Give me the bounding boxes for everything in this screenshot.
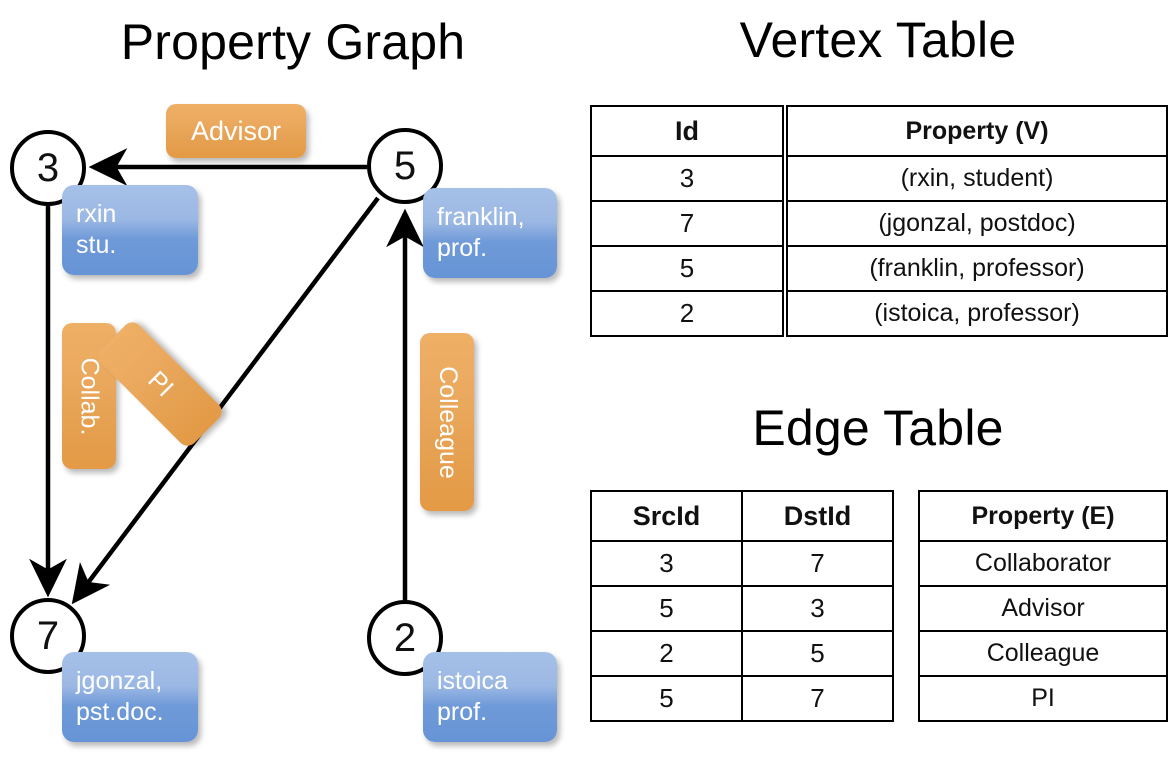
vertex-callout-7: jgonzal, pst.doc. [62, 652, 198, 742]
edge-cell-srcid: 5 [590, 585, 743, 632]
table-header-row: Id [590, 105, 784, 157]
edge-header-property: Property (E) [918, 490, 1168, 542]
vertex-callout-5-line2: prof. [437, 234, 488, 262]
edge-cell-dstid: 3 [741, 585, 894, 632]
vertex-table-property-column: Property (V) (rxin, student) (jgonzal, p… [786, 105, 1168, 337]
table-row: 2 [590, 290, 784, 337]
graph-edges-layer [29, 148, 424, 605]
table-row: Colleague [918, 630, 1168, 677]
page-title-vertex-table: Vertex Table [739, 12, 1017, 68]
table-row: 5 [590, 245, 784, 292]
vertex-callout-5: franklin, prof. [423, 188, 557, 278]
edge-cell-dstid: 5 [741, 630, 894, 677]
edge-cell-property: Collaborator [918, 540, 1168, 587]
vertex-cell-property: (rxin, student) [786, 155, 1168, 202]
vertex-header-property: Property (V) [786, 105, 1168, 157]
table-header-row: SrcId DstId [590, 490, 894, 542]
vertex-callout-2-line1: istoica [437, 667, 508, 695]
edge-label-colleague-text: Colleague [433, 365, 462, 479]
edge-cell-property: Advisor [918, 585, 1168, 632]
edge-label-colleague: Colleague [420, 333, 474, 511]
vertex-callout-3-line2: stu. [76, 231, 117, 259]
table-row: 3 [590, 155, 784, 202]
graph-node-3-label: 3 [36, 145, 60, 190]
edge-cell-dstid: 7 [741, 675, 894, 722]
vertex-callout-2-line2: prof. [437, 698, 488, 726]
table-row: 2 5 [590, 630, 894, 677]
edge-cell-property: Colleague [918, 630, 1168, 677]
vertex-cell-property: (jgonzal, postdoc) [786, 200, 1168, 247]
vertex-table-id-column: Id 3 7 5 2 [590, 105, 784, 337]
graph-node-5-label: 5 [393, 143, 417, 188]
vertex-cell-id: 7 [590, 200, 784, 247]
page-title-edge-table: Edge Table [752, 400, 1004, 456]
table-header-row: Property (V) [786, 105, 1168, 157]
vertex-cell-property: (istoica, professor) [786, 290, 1168, 337]
table-row: 7 [590, 200, 784, 247]
edge-label-pi-text: PI [142, 365, 179, 402]
vertex-callout-7-line2: pst.doc. [76, 698, 164, 726]
table-row: (jgonzal, postdoc) [786, 200, 1168, 247]
edge-cell-dstid: 7 [741, 540, 894, 587]
table-row: 5 3 [590, 585, 894, 632]
table-row: (franklin, professor) [786, 245, 1168, 292]
edge-label-advisor-text: Advisor [190, 115, 282, 146]
table-row: PI [918, 675, 1168, 722]
vertex-callout-3: rxin stu. [62, 185, 198, 275]
table-row: 5 7 [590, 675, 894, 722]
graph-node-7-label: 7 [36, 613, 60, 658]
edge-header-srcid: SrcId [590, 490, 743, 542]
graph-node-2[interactable]: 2 [367, 600, 443, 676]
vertex-callout-5-line1: franklin, [437, 203, 525, 231]
edge-table-src-dst-columns: SrcId DstId 3 7 5 3 2 5 5 7 [590, 490, 894, 722]
edge-header-dstid: DstId [741, 490, 894, 542]
vertex-callout-2: istoica prof. [423, 652, 557, 742]
edge-cell-srcid: 5 [590, 675, 743, 722]
edge-5-to-7 [71, 196, 380, 605]
edge-cell-property: PI [918, 675, 1168, 722]
table-header-row: Property (E) [918, 490, 1168, 542]
table-row: Advisor [918, 585, 1168, 632]
vertex-header-id: Id [590, 105, 784, 157]
vertex-callout-7-line1: jgonzal, [76, 667, 163, 695]
graph-node-2-label: 2 [393, 615, 417, 660]
table-row: Collaborator [918, 540, 1168, 587]
table-row: 3 7 [590, 540, 894, 587]
edge-label-advisor: Advisor [166, 104, 306, 158]
table-row: (rxin, student) [786, 155, 1168, 202]
edge-cell-srcid: 3 [590, 540, 743, 587]
vertex-cell-id: 5 [590, 245, 784, 292]
edge-label-collab-text: Collab. [75, 357, 104, 435]
edge-cell-srcid: 2 [590, 630, 743, 677]
edge-table-property-column: Property (E) Collaborator Advisor Collea… [918, 490, 1168, 722]
vertex-cell-id: 2 [590, 290, 784, 337]
graph-node-5[interactable]: 5 [367, 128, 443, 204]
property-graph-diagram: 3 5 7 2 rxin stu. franklin, prof. jgonza… [10, 104, 557, 742]
page-title-property-graph: Property Graph [120, 14, 466, 70]
vertex-cell-id: 3 [590, 155, 784, 202]
vertex-cell-property: (franklin, professor) [786, 245, 1168, 292]
vertex-callout-3-line1: rxin [76, 200, 117, 228]
table-row: (istoica, professor) [786, 290, 1168, 337]
